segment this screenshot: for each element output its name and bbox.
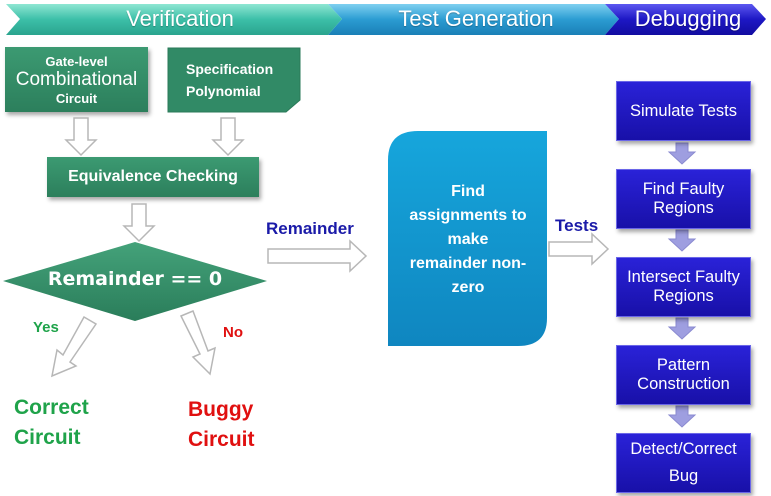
find-box-shape: [388, 131, 547, 346]
stage-banner: [6, 4, 766, 35]
arrow-yes: [50, 315, 98, 378]
debug-step-intersect-faulty-regions: Intersect Faulty Regions: [616, 257, 751, 317]
spec-line2: Polynomial: [186, 83, 261, 99]
decision-label: Remainder == 0: [47, 268, 223, 290]
debug-step-pattern-construction: Pattern Construction: [616, 345, 751, 405]
buggy-line2: Circuit: [188, 428, 255, 451]
circuit-line1: Gate-level: [45, 53, 108, 69]
spec-box-shape: [167, 47, 301, 113]
circuit-line3: Circuit: [55, 90, 98, 106]
find-line2: assignments to: [409, 207, 527, 224]
decision-diamond: [3, 242, 267, 321]
correct-line1: Correct: [14, 396, 89, 419]
stage-arrow-verification: [6, 4, 342, 35]
equivalence-label: Equivalence Checking: [68, 168, 238, 185]
buggy-circuit: Buggy Circuit: [188, 395, 255, 455]
circuit-box: Gate-level Combinational Circuit: [5, 47, 148, 112]
stage-arrow-debugging: [605, 4, 766, 35]
yes-label: Yes: [33, 319, 59, 336]
debug-step-find-faulty-regions: Find Faulty Regions: [616, 169, 751, 229]
arrow-tests-right: [548, 232, 610, 266]
arrow-remainder-right: [267, 239, 368, 273]
debug-step-detect-correct-bug: Detect/Correct Bug: [616, 433, 751, 493]
debug-step-simulate-tests: Simulate Tests: [616, 81, 751, 141]
arrow-no: [179, 310, 217, 376]
tests-label: Tests: [555, 216, 599, 235]
stage-arrow-test-generation: [328, 4, 619, 35]
debug-arrow-4: [667, 405, 697, 428]
correct-circuit: Correct Circuit: [14, 393, 89, 453]
equivalence-box: Equivalence Checking: [47, 157, 259, 197]
find-box: Find assignments to make remainder non- …: [392, 180, 544, 300]
find-line3: make: [447, 231, 489, 248]
find-line4: remainder non-: [409, 255, 527, 272]
correct-line2: Circuit: [14, 426, 81, 449]
stage-test-generation: Test Generation: [398, 6, 554, 31]
stage-verification: Verification: [126, 6, 234, 31]
arrow-circuit-down: [64, 117, 98, 157]
debug-arrow-3: [667, 317, 697, 340]
spec-line1: Specification: [186, 61, 274, 77]
arrow-eq-down: [122, 203, 156, 243]
spec-box: Specification Polynomial: [168, 48, 300, 112]
debug-arrow-2: [667, 229, 697, 252]
no-label: No: [223, 324, 243, 341]
circuit-line2: Combinational: [15, 68, 138, 90]
buggy-line1: Buggy: [188, 398, 254, 421]
find-line5: zero: [451, 279, 485, 296]
stage-debugging: Debugging: [634, 6, 742, 31]
debug-arrow-1: [667, 142, 697, 165]
arrow-spec-down: [211, 117, 245, 157]
remainder-label: Remainder: [266, 219, 354, 238]
find-line1: Find: [451, 183, 485, 200]
